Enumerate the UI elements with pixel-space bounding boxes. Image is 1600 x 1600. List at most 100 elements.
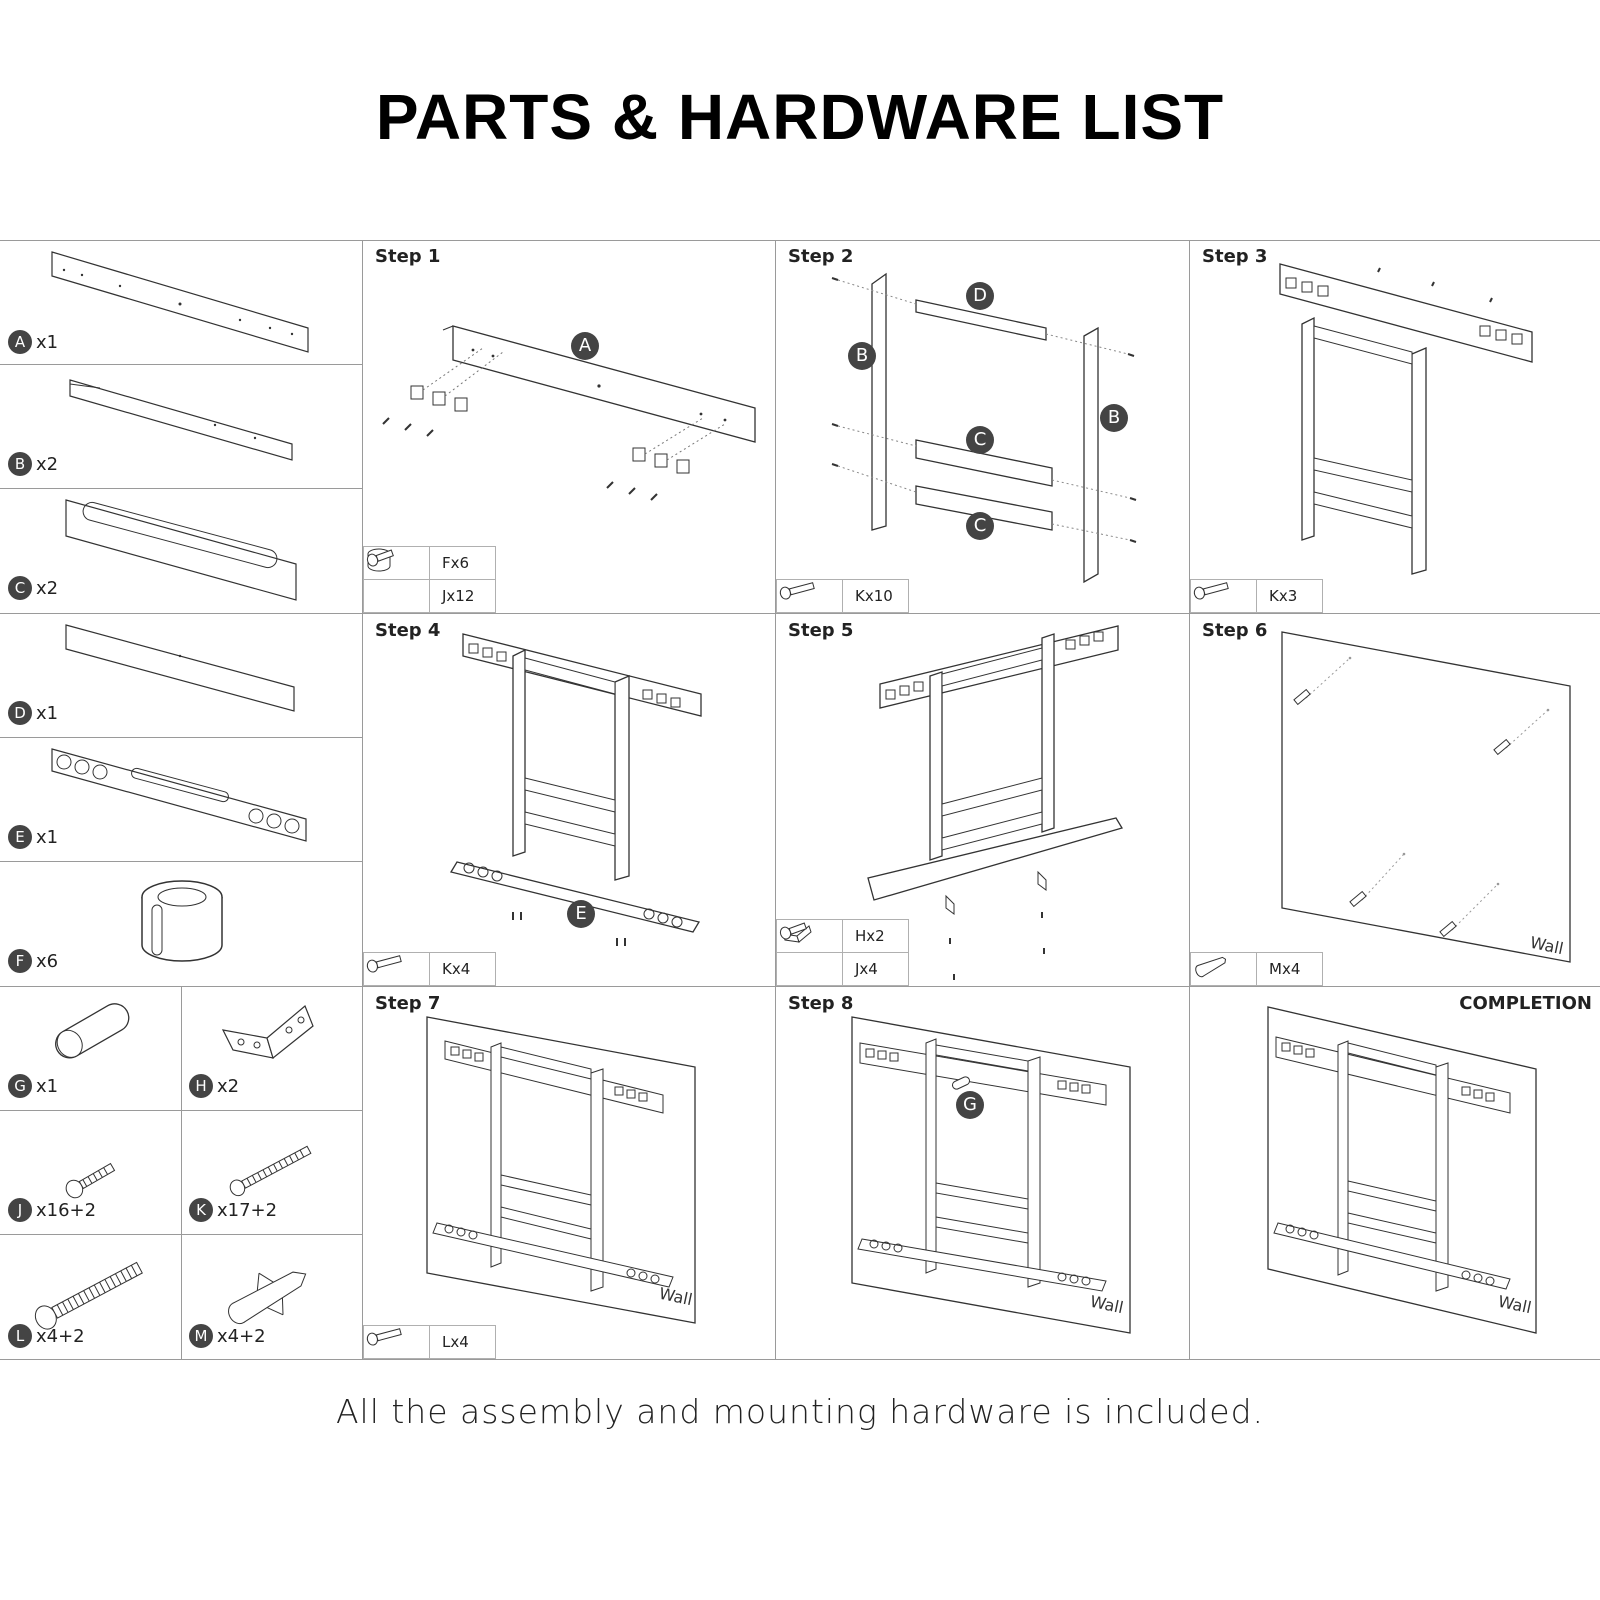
grid-line [0, 737, 362, 738]
part-b-label: B x2 [8, 452, 58, 476]
part-qty: x16+2 [36, 1199, 97, 1221]
grid-line [0, 1359, 1600, 1360]
hardware-count: Mx4 [1256, 952, 1323, 986]
step-4-panel: Step 4 E Kx4 [363, 614, 775, 986]
hardware-count: Fx6 [429, 546, 496, 580]
grid-line [0, 488, 362, 489]
grid-line [0, 861, 362, 862]
step-title: Step 8 [788, 993, 854, 1014]
step-1-panel: Step 1 A Fx6 Jx12 [363, 240, 775, 613]
part-e-cell: E x1 [0, 737, 362, 861]
step-3-panel: Step 3 Kx3 [1190, 240, 1600, 613]
part-k-drawing [229, 1145, 312, 1197]
step-7-drawing [426, 1016, 696, 1324]
part-g-drawing [55, 1003, 130, 1059]
part-qty: x2 [36, 577, 59, 599]
screw-icon [363, 548, 430, 613]
part-a-drawing [51, 251, 309, 353]
part-b-drawing [69, 379, 293, 461]
part-e-drawing [51, 748, 307, 842]
part-badge: G [8, 1074, 32, 1098]
part-badge: M [189, 1324, 213, 1348]
part-f-drawing [141, 880, 223, 962]
part-qty: x1 [36, 826, 59, 848]
grid-line [0, 240, 1600, 241]
callout-badge: C [966, 426, 994, 454]
part-f-cell: F x6 [0, 861, 362, 986]
hardware-count: Jx4 [842, 952, 909, 986]
completion-drawing [1267, 1006, 1537, 1334]
step-5-drawing [867, 625, 1123, 980]
screw-icon [1190, 579, 1257, 613]
step-title: Step 4 [375, 620, 441, 641]
callout-badge: E [567, 900, 595, 928]
part-qty: x4+2 [36, 1325, 85, 1347]
part-badge: B [8, 452, 32, 476]
wall-anchor-icon [1190, 952, 1257, 986]
part-g-cell: G x1 [0, 986, 181, 1110]
step-4-drawing [449, 633, 702, 946]
callout-badge: G [956, 1091, 984, 1119]
grid-line [1189, 240, 1190, 1360]
part-qty: x1 [36, 1075, 59, 1097]
part-c-cell: C x2 [0, 488, 362, 613]
part-h-cell: H x2 [181, 986, 362, 1110]
step-3-drawing [1279, 263, 1533, 575]
part-badge: D [8, 701, 32, 725]
part-qty: x17+2 [217, 1199, 278, 1221]
part-badge: H [189, 1074, 213, 1098]
screw-icon [776, 921, 843, 986]
step-6-panel: Step 6 Wall Mx4 [1190, 614, 1600, 986]
grid-line [0, 986, 1600, 987]
part-j-label: J x16+2 [8, 1198, 96, 1222]
step-3-hardware-table: Kx3 [1190, 579, 1323, 613]
part-l-cell: L x4+2 [0, 1234, 181, 1359]
callout-badge: B [1100, 404, 1128, 432]
footer-note: All the assembly and mounting hardware i… [335, 1392, 1265, 1431]
part-badge: F [8, 949, 32, 973]
page-title: PARTS & HARDWARE LIST [375, 81, 1225, 153]
part-g-label: G x1 [8, 1074, 58, 1098]
part-l-label: L x4+2 [8, 1324, 85, 1348]
part-k-label: K x17+2 [189, 1198, 277, 1222]
part-m-cell: M x4+2 [181, 1234, 362, 1359]
part-d-drawing [65, 624, 295, 712]
part-m-drawing [228, 1271, 307, 1325]
step-title: Step 5 [788, 620, 854, 641]
part-k-cell: K x17+2 [181, 1110, 362, 1234]
completion-title: COMPLETION [1459, 993, 1592, 1014]
instruction-grid: A x1 B x2 C x2 D x1 [0, 240, 1600, 1360]
hardware-count: Kx4 [429, 952, 496, 986]
part-c-drawing [65, 499, 297, 601]
part-badge: C [8, 576, 32, 600]
part-h-label: H x2 [189, 1074, 239, 1098]
step-2-drawing [831, 272, 1137, 584]
hardware-count: Kx3 [1256, 579, 1323, 613]
part-f-label: F x6 [8, 949, 58, 973]
part-l-drawing [34, 1261, 143, 1330]
part-j-cell: J x16+2 [0, 1110, 181, 1234]
grid-line [0, 613, 1600, 614]
part-j-drawing [65, 1162, 116, 1199]
grid-line [362, 240, 363, 1360]
step-2-panel: Step 2 D B B C C Kx10 [776, 240, 1189, 613]
part-h-drawing [221, 1005, 314, 1060]
part-badge: L [8, 1324, 32, 1348]
step-5-hardware-table: Hx2 Jx4 [776, 919, 909, 986]
callout-badge: C [966, 512, 994, 540]
step-1-drawing [382, 325, 756, 501]
part-qty: x6 [36, 950, 59, 972]
step-title: Step 1 [375, 246, 441, 267]
part-a-label: A x1 [8, 330, 58, 354]
part-badge: K [189, 1198, 213, 1222]
step-6-drawing [1281, 631, 1571, 963]
part-qty: x2 [217, 1075, 240, 1097]
step-title: Step 6 [1202, 620, 1268, 641]
part-d-cell: D x1 [0, 613, 362, 737]
part-qty: x1 [36, 702, 59, 724]
part-badge: A [8, 330, 32, 354]
step-4-hardware-table: Kx4 [363, 952, 496, 986]
step-7-hardware-table: Lx4 [363, 1325, 496, 1359]
part-badge: E [8, 825, 32, 849]
step-6-hardware-table: Mx4 [1190, 952, 1323, 986]
